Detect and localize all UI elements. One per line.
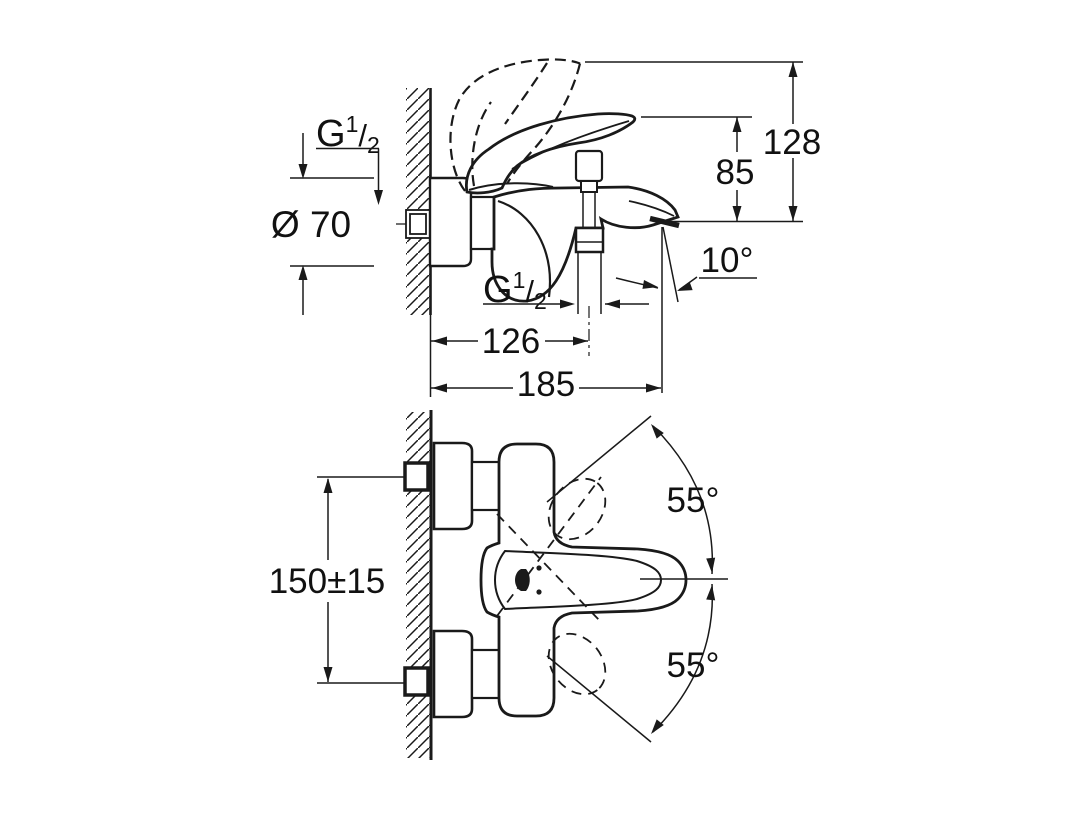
cartridge-mark xyxy=(515,569,530,591)
dim-swing-upper: 55° xyxy=(667,481,720,520)
side-view: G1/2 Ø 70 85 128 xyxy=(271,58,821,404)
upper-union-nut xyxy=(403,461,430,492)
dim-wall-thread: G1/2 xyxy=(316,111,380,158)
front-view-dimensions: 150±15 55° 55° xyxy=(269,415,728,743)
thread-slash: / xyxy=(358,118,367,153)
inlet-union-nut xyxy=(396,209,444,239)
dim-connection-spacing: 150±15 xyxy=(269,562,386,601)
lower-inlet-body xyxy=(470,648,502,700)
thread-num: 1 xyxy=(346,111,359,137)
handle-front-inner-line xyxy=(493,549,663,611)
dim-spout-angle-group: 10° xyxy=(615,226,757,393)
dim-spout-height: 85 xyxy=(716,153,755,192)
s-union-step xyxy=(469,195,496,251)
shower-outlet-pipe xyxy=(574,226,605,356)
upper-inlet-body xyxy=(470,460,502,512)
lower-union-nut xyxy=(403,666,430,697)
swing-lower-line xyxy=(546,655,652,743)
thread-num: 1 xyxy=(513,267,526,293)
spout-end-line xyxy=(628,200,675,217)
body-cascade-curve xyxy=(497,199,552,298)
handle-edge-line xyxy=(511,120,630,170)
dim-spout-angle: 10° xyxy=(701,241,754,280)
wall-hatch xyxy=(406,88,430,315)
dim-total-height: 128 xyxy=(763,123,821,162)
lower-escutcheon xyxy=(432,629,474,719)
thread-slash: / xyxy=(525,274,534,309)
faucet-body-front xyxy=(479,442,688,718)
swing-upper-arc xyxy=(652,425,714,575)
detail-dot-bottom xyxy=(536,589,542,595)
detail-dot-top xyxy=(536,565,542,571)
lower-connection xyxy=(403,629,502,719)
front-view: 150±15 55° 55° xyxy=(269,410,728,760)
swing-lower-arc xyxy=(652,583,714,733)
swing-upper-line xyxy=(546,415,652,503)
faucet-body-side xyxy=(490,185,680,303)
aerator-outlet xyxy=(649,215,680,229)
thread-den: 2 xyxy=(367,132,380,158)
upper-escutcheon xyxy=(432,441,474,531)
side-view-dimensions: G1/2 Ø 70 85 128 xyxy=(271,61,821,404)
dim-swing-lower: 55° xyxy=(667,646,720,685)
thread-den: 2 xyxy=(534,288,547,314)
dim-wall-to-outlet: 126 xyxy=(482,322,540,361)
escutcheon-flange xyxy=(428,176,473,268)
handle-base-joint xyxy=(468,182,554,191)
dim-wall-to-spout-tip: 185 xyxy=(517,365,575,404)
wall-section xyxy=(406,88,432,397)
dim-flange-diameter: Ø 70 xyxy=(271,204,351,245)
lever-handle-side xyxy=(464,112,637,195)
handle-raised-phantom xyxy=(449,58,582,192)
diverter-knob xyxy=(574,149,604,227)
